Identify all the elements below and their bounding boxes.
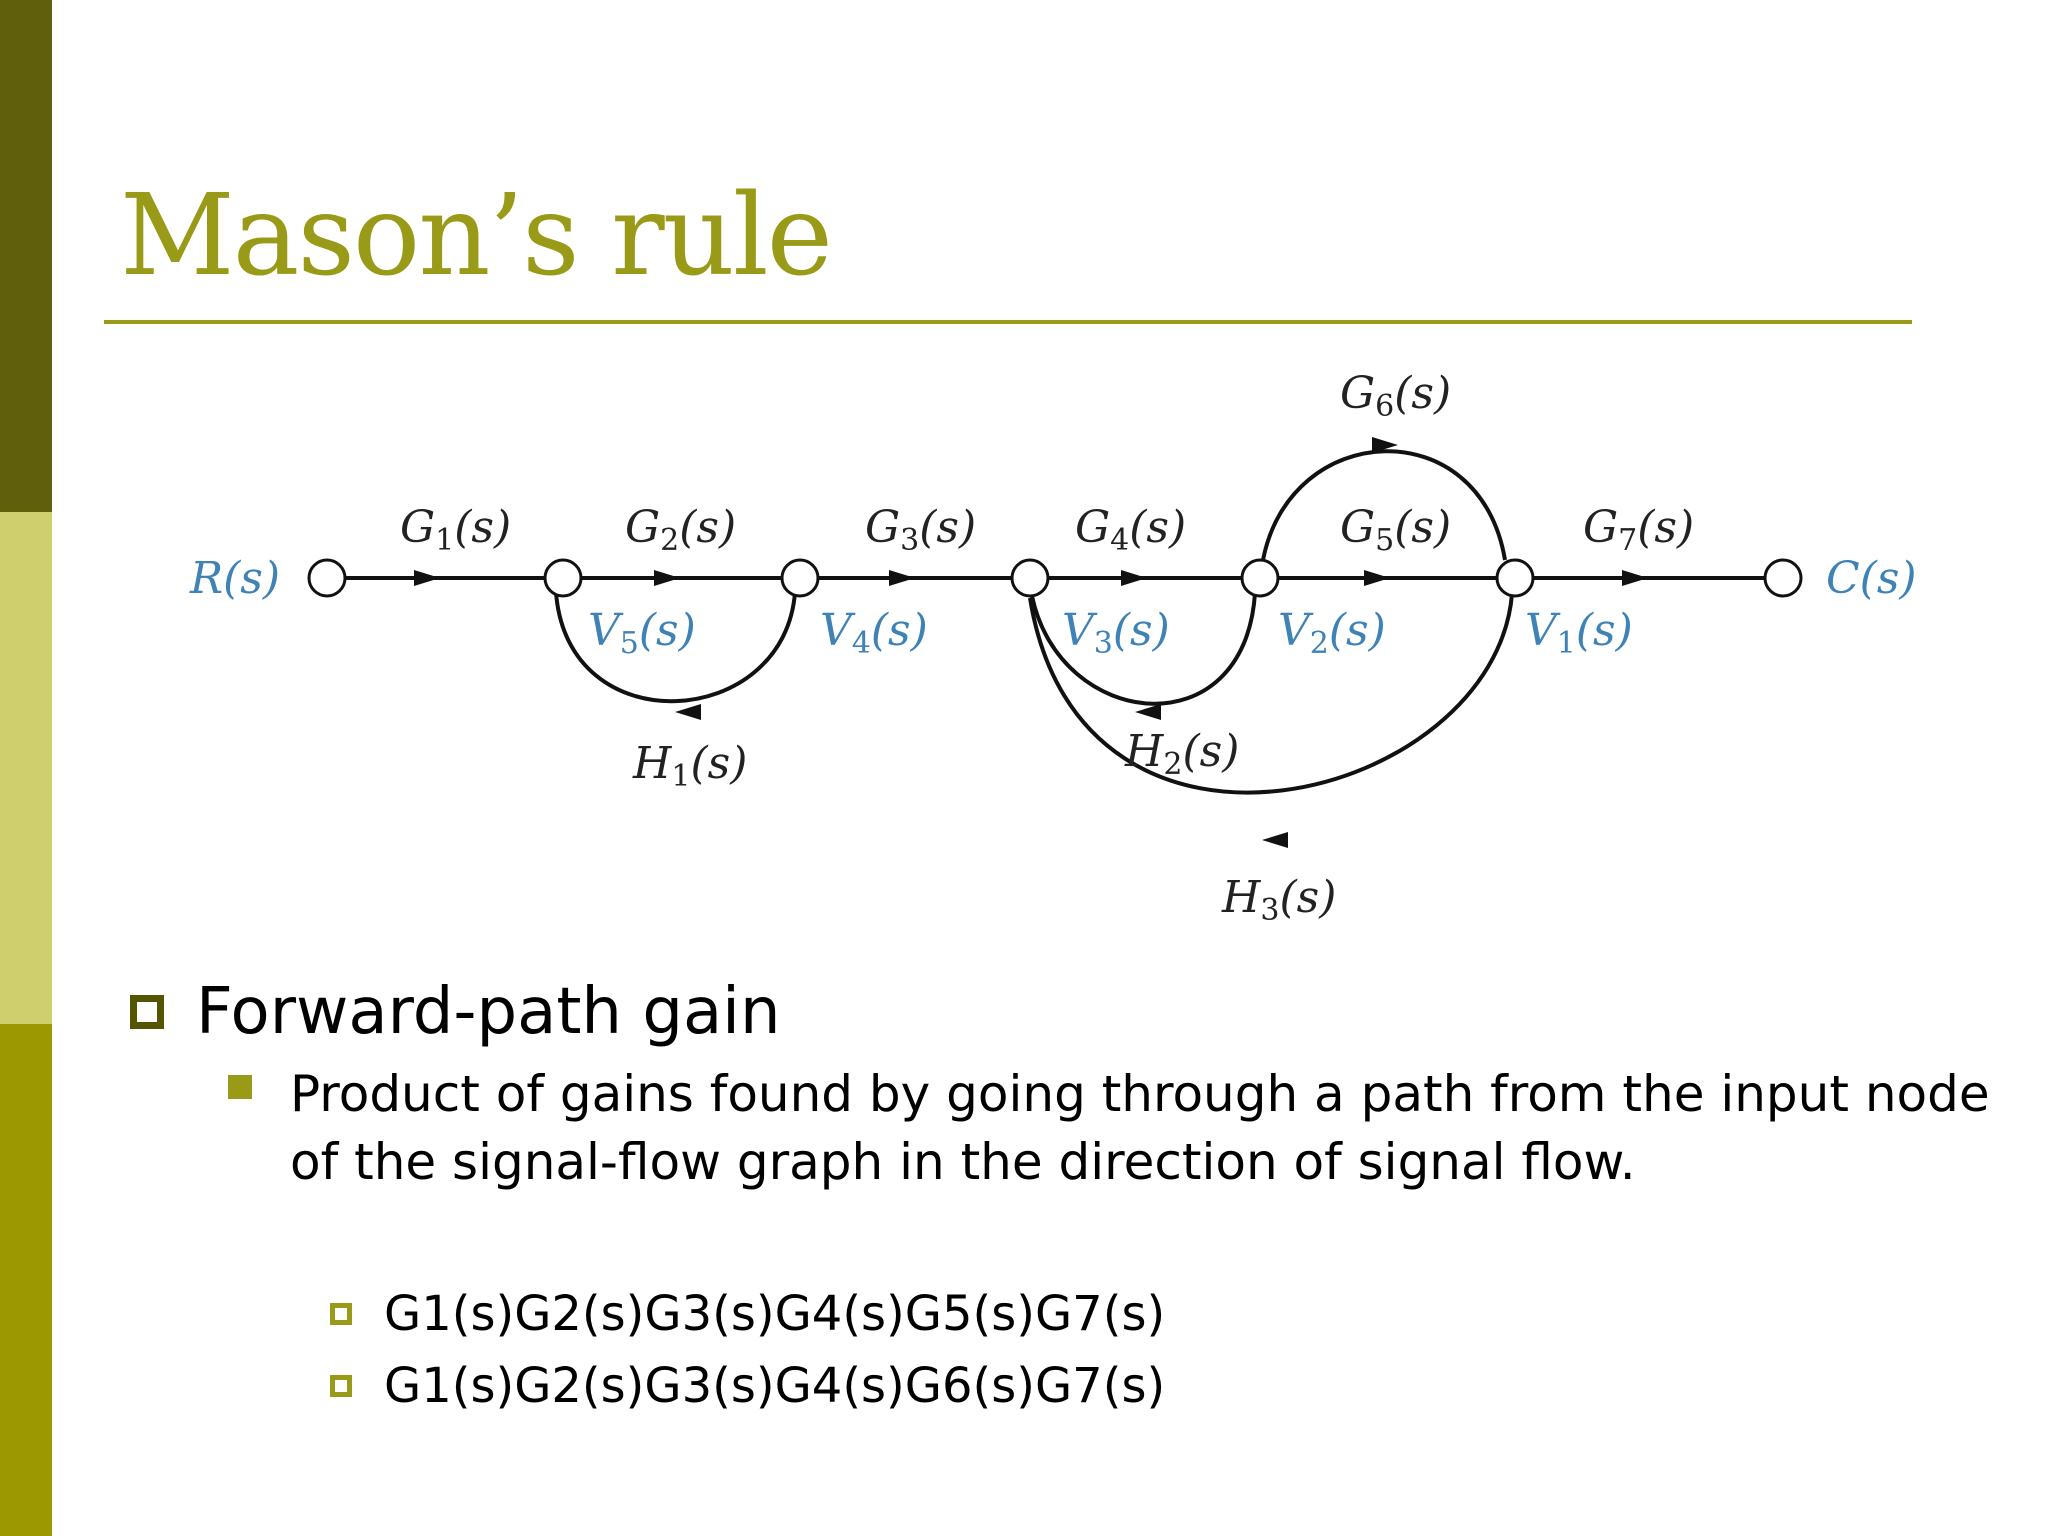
bullet-l3-text-2: G1(s)G2(s)G3(s)G4(s)G6(s)G7(s)	[384, 1358, 1166, 1414]
bullet-forward-path-gain: Forward-path gain	[130, 975, 781, 1049]
gain-label-h3: H3(s)	[1221, 872, 1336, 928]
arrow-h2	[1135, 704, 1161, 720]
branch-g6	[1261, 449, 1507, 561]
bullet-l3-text-1: G1(s)G2(s)G3(s)G4(s)G5(s)G7(s)	[384, 1286, 1166, 1342]
small-hollow-square-bullet-icon	[330, 1375, 352, 1397]
bullet-l2-text: Product of gains found by going through …	[290, 1065, 1990, 1191]
arrowheads	[414, 437, 1648, 848]
node-label-v3: V3(s)	[1062, 605, 1170, 661]
output-label: C(s)	[1826, 553, 1917, 604]
branch-h3	[1028, 593, 1514, 795]
bullet-path-2: G1(s)G2(s)G3(s)G4(s)G6(s)G7(s)	[330, 1358, 1165, 1414]
solid-square-bullet-icon	[228, 1075, 252, 1099]
side-bar-top	[0, 0, 52, 512]
bullet-path-1: G1(s)G2(s)G3(s)G4(s)G5(s)G7(s)	[330, 1286, 1165, 1342]
node-v3	[1010, 558, 1050, 598]
gain-label-g4: G4(s)	[1075, 502, 1186, 558]
branch-h2	[1030, 592, 1257, 706]
node-output	[1763, 558, 1803, 598]
branch-h1	[554, 591, 797, 704]
node-v1	[1495, 558, 1535, 598]
node-label-v4: V4(s)	[820, 605, 928, 661]
arrow-g5	[1364, 570, 1390, 586]
arrow-g4	[1121, 570, 1147, 586]
arrow-g3	[889, 570, 915, 586]
input-label: R(s)	[189, 553, 280, 604]
small-hollow-square-bullet-icon	[330, 1303, 352, 1325]
arrow-g1	[414, 570, 440, 586]
arrow-g6	[1372, 437, 1398, 453]
gain-label-g1: G1(s)	[400, 502, 511, 558]
slide-title: Mason’s rule	[120, 171, 833, 301]
node-label-v1: V1(s)	[1525, 605, 1633, 661]
node-v5	[543, 558, 583, 598]
arrow-g2	[654, 570, 680, 586]
nodes	[307, 558, 1803, 598]
hollow-square-bullet-icon	[130, 995, 164, 1029]
arrow-h3	[1262, 832, 1288, 848]
side-bar-bottom	[0, 1024, 52, 1536]
gain-label-h1: H1(s)	[632, 738, 747, 794]
arrow-h1	[675, 704, 701, 720]
node-v2	[1240, 558, 1280, 598]
arrow-g7	[1622, 570, 1648, 586]
signal-flow-graph: R(s) C(s) V5(s) V4(s) V3(s) V2(s) V1(s) …	[189, 368, 1917, 928]
gain-label-g6: G6(s)	[1340, 368, 1451, 424]
gain-label-g7: G7(s)	[1583, 502, 1694, 558]
node-label-v5: V5(s)	[588, 605, 696, 661]
node-input	[307, 558, 347, 598]
bullet-l1-text: Forward-path gain	[196, 975, 781, 1049]
gain-label-h2: H2(s)	[1124, 726, 1239, 782]
side-bar-middle	[0, 512, 52, 1024]
title-rule	[104, 320, 1912, 324]
node-v4	[780, 558, 820, 598]
gain-label-g5: G5(s)	[1340, 502, 1451, 558]
gain-label-g3: G3(s)	[865, 502, 976, 558]
node-label-v2: V2(s)	[1278, 605, 1386, 661]
gain-label-g2: G2(s)	[625, 502, 736, 558]
